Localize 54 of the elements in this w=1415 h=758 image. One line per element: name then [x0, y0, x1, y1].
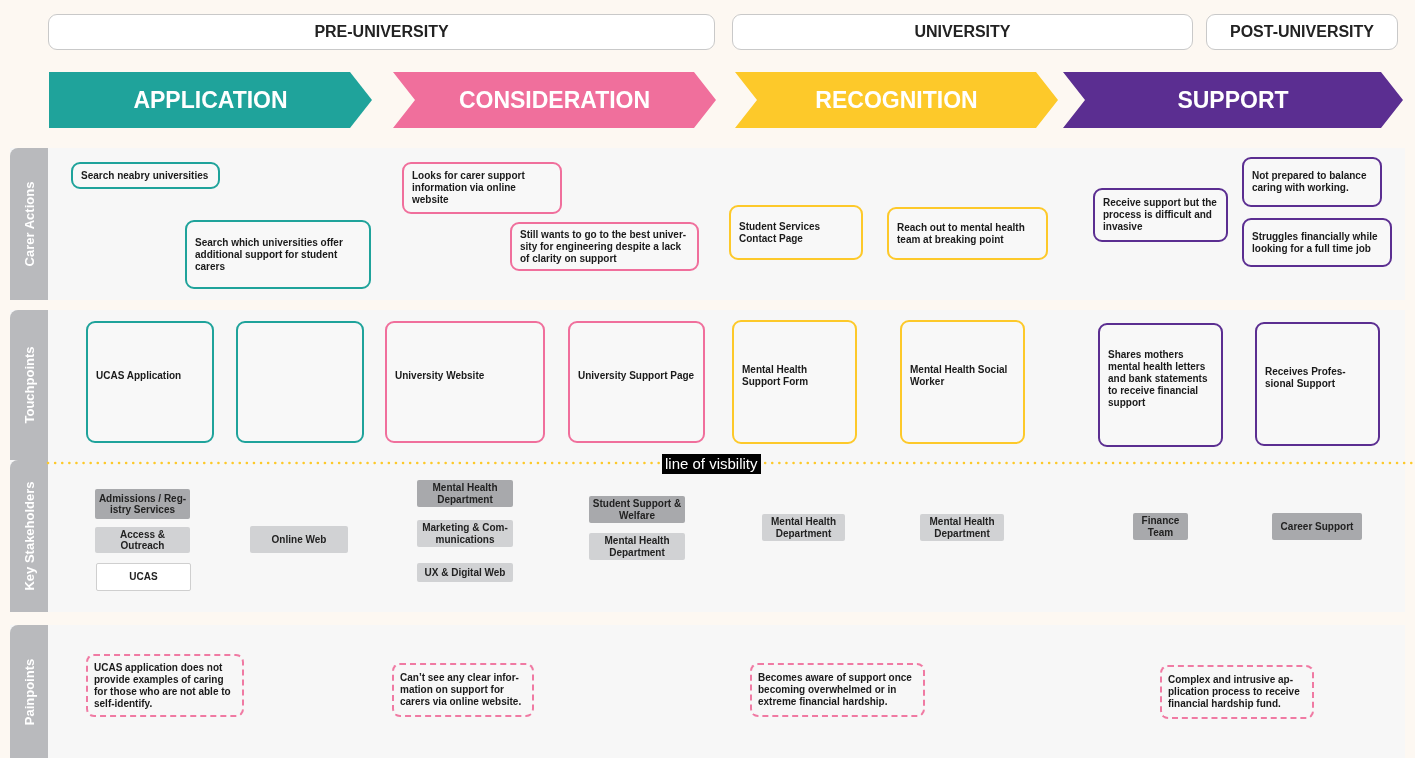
- painpoint-note: Becomes aware of support once becoming overwhelmed or in extreme financial hardship.: [750, 663, 925, 717]
- lane-panel: [10, 625, 1405, 758]
- divider-label: line of visbility: [662, 454, 761, 474]
- stakeholder-tag: Mental Health Department: [762, 514, 845, 541]
- lane-title: Touchpoints: [21, 346, 37, 424]
- stakeholder-tag: Online Web: [250, 526, 348, 553]
- stage-banner: [49, 72, 372, 128]
- touchpoint-card: University Website: [385, 321, 545, 443]
- lane-title: Key Stakeholders: [21, 481, 37, 591]
- stakeholder-tag: Admissions / Reg-istry Services: [95, 489, 190, 519]
- phase-header: UNIVERSITY: [732, 14, 1193, 50]
- stakeholder-tag: Mental Health Department: [417, 480, 513, 507]
- lane-panel: [10, 148, 1405, 300]
- stakeholder-tag: Mental Health Department: [589, 533, 685, 560]
- carer-action-card: Search neabry universities: [71, 162, 220, 189]
- carer-action-card: Receive support but the process is difficult and invasive: [1093, 188, 1228, 242]
- stakeholder-tag: Mental Health Department: [920, 514, 1004, 541]
- carer-action-card: Not prepared to balance caring with working.: [1242, 157, 1382, 207]
- stage-title: SUPPORT: [1177, 86, 1289, 114]
- stakeholder-tag: Student Support & Welfare: [589, 496, 685, 523]
- painpoint-note: Complex and intrusive ap-plication process to receive financial hardship fund.: [1160, 665, 1314, 719]
- painpoint-note: UCAS application does not provide examples of caring for those who are not able to self-identify.: [86, 654, 244, 717]
- stage-title: RECOGNITION: [815, 86, 978, 114]
- box-shape: [236, 321, 364, 443]
- painpoint-note: Can’t see any clear infor-mation on support for carers via online website.: [392, 663, 534, 717]
- stakeholder-tag: Career Support: [1272, 513, 1362, 540]
- carer-action-card: Reach out to mental health team at breaking point: [887, 207, 1048, 260]
- touchpoint-card: Receives Profes-sional Support: [1255, 322, 1380, 446]
- stage-title: APPLICATION: [133, 86, 288, 114]
- carer-action-card: Struggles financially while looking for a full time job: [1242, 218, 1392, 267]
- stage-title: CONSIDERATION: [458, 86, 651, 114]
- stage-banner: [735, 72, 1058, 128]
- stakeholder-tag: UCAS: [96, 563, 191, 591]
- stakeholder-tag: Marketing & Com-munications: [417, 520, 513, 547]
- touchpoint-card: Shares mothers mental health letters and bank statements to receive financial support: [1098, 323, 1223, 447]
- touchpoint-card: UCAS Application: [86, 321, 214, 443]
- lane-panel: [10, 310, 1405, 460]
- carer-action-card: Student Services Contact Page: [729, 205, 863, 260]
- touchpoint-card: Mental Health Social Worker: [900, 320, 1025, 444]
- touchpoint-card: Mental Health Support Form: [732, 320, 857, 444]
- lane-title: Painpoints: [21, 658, 37, 725]
- phase-header: PRE-UNIVERSITY: [48, 14, 715, 50]
- stage-banner: [1063, 72, 1403, 128]
- carer-action-card: Search which universities offer additional support for student carers: [185, 220, 371, 289]
- touchpoint-card: University Support Page: [568, 321, 705, 443]
- phase-header: POST-UNIVERSITY: [1206, 14, 1398, 50]
- stakeholder-tag: Access & Outreach: [95, 527, 190, 553]
- carer-action-card: Still wants to go to the best univer-sity for engineering despite a lack of clarity on support: [510, 222, 699, 271]
- lane-panel: [10, 460, 1405, 612]
- stage-banner: [393, 72, 716, 128]
- lane-title: Carer Actions: [21, 181, 37, 267]
- stakeholder-tag: UX & Digital Web: [417, 563, 513, 582]
- stakeholder-tag: Finance Team: [1133, 513, 1188, 540]
- carer-action-card: Looks for carer support information via online website: [402, 162, 562, 214]
